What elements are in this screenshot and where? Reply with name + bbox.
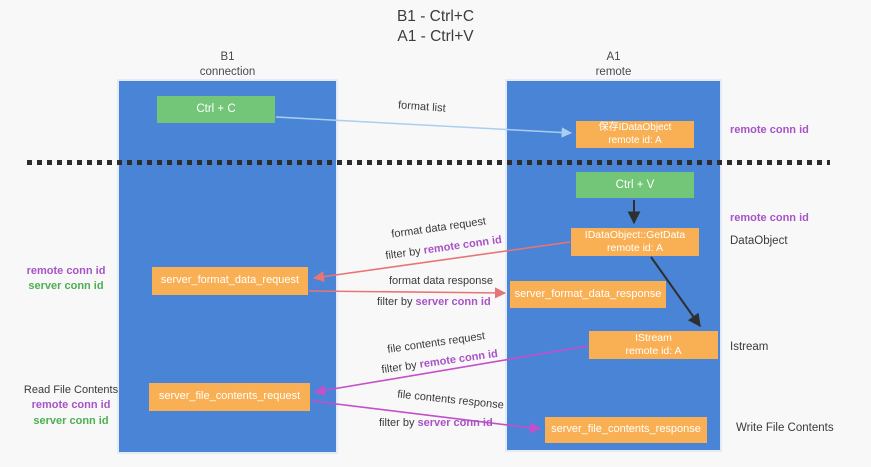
server-conn-id-text: server conn id bbox=[415, 296, 491, 308]
node-istream-line1: IStream bbox=[635, 331, 672, 344]
label-format-list: format list bbox=[397, 99, 447, 115]
filter-by-text: filter by bbox=[380, 359, 418, 377]
phase-separator-dashed-line bbox=[27, 160, 830, 165]
write-file-contents-label: Write File Contents bbox=[736, 422, 834, 434]
node-ctrl-c: Ctrl + C bbox=[157, 96, 275, 123]
node-server-file-contents-request: server_file_contents_request bbox=[149, 383, 310, 411]
node-ctrl-c-label: Ctrl + C bbox=[196, 103, 236, 116]
node-idataobject-getdata: IDataObject::GetData remote id: A bbox=[571, 228, 699, 256]
istream-side-label: Istream bbox=[730, 341, 769, 353]
filter-by-text: filter by bbox=[384, 245, 422, 263]
right-remote-conn-id-mid: remote conn id bbox=[730, 212, 809, 224]
lane-a1-title: A1 bbox=[606, 51, 621, 63]
node-save-idataobject: 保存IDataObject remote id: A bbox=[576, 121, 694, 148]
label-format-data-response: format data response bbox=[389, 275, 493, 287]
lane-a1-subtitle: remote bbox=[595, 65, 632, 78]
lane-header-a1: A1 remote bbox=[507, 50, 720, 80]
dataobject-label: DataObject bbox=[730, 235, 788, 247]
remote-conn-id-label: remote conn id bbox=[31, 399, 111, 412]
lane-b1-title: B1 bbox=[220, 51, 235, 63]
left-conn-id-legend: remote conn id server conn id bbox=[22, 264, 110, 295]
remote-conn-id-label: remote conn id bbox=[26, 265, 106, 277]
filter-by-text: filter by bbox=[377, 296, 413, 308]
node-getdata-line2: remote id: A bbox=[606, 242, 664, 254]
arrow-format-data-response bbox=[308, 287, 507, 299]
server-conn-id-label: server conn id bbox=[28, 280, 104, 293]
title-line-1: B1 - Ctrl+C bbox=[396, 8, 475, 25]
remote-conn-id-text: remote conn id bbox=[418, 347, 499, 371]
node-format-response-label: server_format_data_response bbox=[514, 287, 662, 300]
node-save-idataobject-line2: remote id: A bbox=[608, 134, 662, 146]
node-file-response-label: server_file_contents_response bbox=[551, 423, 701, 436]
lane-b1-subtitle: connection bbox=[199, 65, 256, 78]
node-istream-line2: remote id: A bbox=[625, 345, 682, 357]
node-file-request-label: server_file_contents_request bbox=[158, 390, 301, 403]
read-file-contents-legend: Read File Contents remote conn id server… bbox=[22, 383, 120, 429]
server-conn-id-label: server conn id bbox=[33, 414, 109, 427]
node-server-format-data-request: server_format_data_request bbox=[152, 267, 308, 295]
node-server-file-contents-response: server_file_contents_response bbox=[545, 417, 707, 443]
server-conn-id-text: server conn id bbox=[417, 417, 493, 429]
node-save-idataobject-line1: 保存IDataObject bbox=[598, 122, 672, 133]
lane-header-b1: B1 connection bbox=[119, 50, 336, 80]
node-ctrl-v-label: Ctrl + V bbox=[615, 178, 655, 191]
read-file-contents-label: Read File Contents bbox=[23, 384, 119, 396]
node-ctrl-v: Ctrl + V bbox=[576, 172, 694, 198]
title-line-2: A1 - Ctrl+V bbox=[397, 27, 474, 45]
right-remote-conn-id-top: remote conn id bbox=[730, 124, 809, 136]
node-getdata-line1: IDataObject::GetData bbox=[584, 228, 686, 241]
node-format-request-label: server_format_data_request bbox=[160, 274, 300, 287]
diagram-title: B1 - Ctrl+C A1 - Ctrl+V bbox=[0, 7, 871, 47]
label-file-contents-response: file contents response bbox=[396, 388, 505, 412]
node-server-format-data-response: server_format_data_response bbox=[510, 281, 666, 308]
remote-conn-id-text: remote conn id bbox=[422, 233, 503, 257]
filter-by-text: filter by bbox=[379, 417, 415, 429]
node-istream: IStream remote id: A bbox=[589, 331, 718, 359]
